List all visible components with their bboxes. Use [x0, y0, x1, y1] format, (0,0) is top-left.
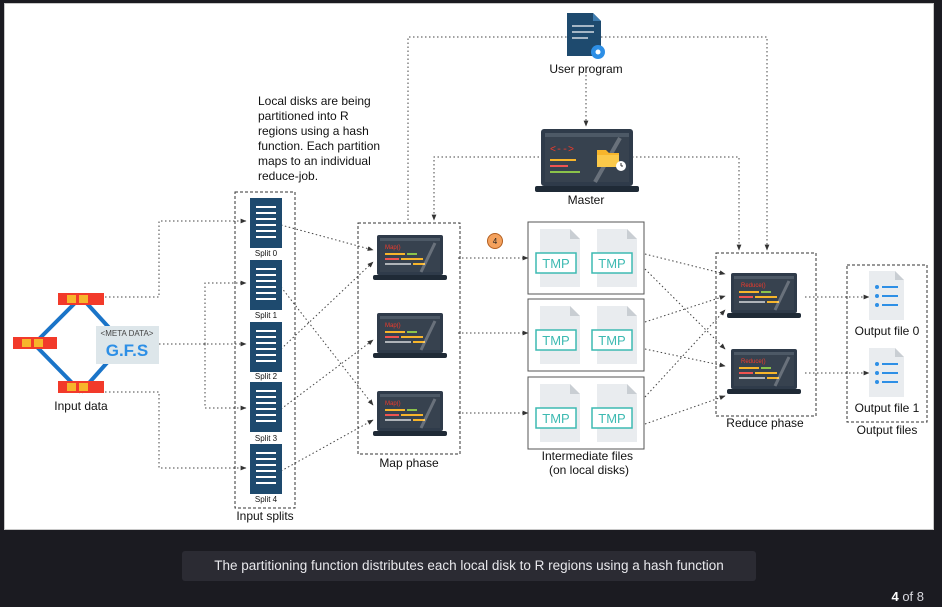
map-phase-box — [357, 222, 461, 455]
svg-text:G.F.S: G.F.S — [106, 341, 149, 360]
map-code: Map() — [385, 245, 401, 251]
reduce-code: Reduce() — [741, 359, 766, 365]
intermediate-files-2[interactable]: TMP TMP — [527, 376, 645, 450]
slide-pager: 4 of 8 — [891, 589, 924, 604]
tmp-file-icon: TMP — [535, 384, 580, 442]
svg-text:<-->: <--> — [550, 145, 574, 156]
split-label: Split 2 — [255, 372, 278, 381]
split-1[interactable]: Split 1 — [250, 260, 282, 320]
map-worker-0[interactable]: Map() — [373, 235, 447, 281]
clock-icon — [616, 161, 626, 171]
folder-icon — [597, 150, 619, 167]
input-data[interactable]: <META DATA> G.F.S Input data — [13, 293, 159, 413]
input-splits-label: Input splits — [236, 509, 293, 523]
svg-text:4: 4 — [493, 237, 498, 246]
map-phase-label: Map phase — [379, 456, 439, 470]
split-label: Split 0 — [255, 249, 278, 258]
tmp-file-icon: TMP — [535, 229, 580, 287]
page-total: of 8 — [902, 589, 924, 604]
split-3[interactable]: Split 3 — [250, 382, 282, 443]
slide-caption: The partitioning function distributes ea… — [182, 551, 756, 581]
master-laptop-icon: <--> — [535, 129, 639, 192]
user-program-label: User program — [549, 62, 622, 76]
tmp-file-icon: TMP — [591, 229, 637, 287]
reduce-worker-0[interactable]: Reduce() — [727, 273, 801, 319]
output-files-label: Output files — [857, 423, 918, 437]
mapreduce-diagram: User program <--> Master Local disks are… — [13, 13, 928, 523]
reduce-worker-1[interactable]: Reduce() — [727, 349, 801, 395]
partition-note: Local disks are being partitioned into R… — [258, 94, 383, 183]
svg-text:TMP: TMP — [598, 256, 625, 271]
tmp-file-icon: TMP — [535, 306, 580, 364]
reduce-code: Reduce() — [741, 283, 766, 289]
output-file-label: Output file 0 — [855, 324, 920, 338]
step-badge: 4 — [487, 233, 503, 249]
intermediate-files-label: Intermediate files (on local disks) — [542, 449, 637, 477]
tmp-file-icon: TMP — [591, 384, 637, 442]
split-2[interactable]: Split 2 — [250, 322, 282, 381]
connectors — [105, 36, 870, 472]
program-file-icon — [567, 13, 601, 56]
svg-text:TMP: TMP — [542, 256, 569, 271]
svg-text:TMP: TMP — [598, 333, 625, 348]
output-file-1[interactable]: Output file 1 — [855, 348, 920, 415]
output-document-icon — [869, 348, 904, 397]
input-splits-box — [234, 191, 296, 509]
map-code: Map() — [385, 401, 401, 407]
slide-footer: The partitioning function distributes ea… — [0, 533, 942, 607]
gfs-cluster-icon: <META DATA> G.F.S — [13, 293, 159, 394]
gear-icon — [591, 45, 605, 59]
split-label: Split 3 — [255, 434, 278, 443]
map-worker-2[interactable]: Map() — [373, 391, 447, 437]
output-document-icon — [869, 271, 904, 320]
svg-text:TMP: TMP — [598, 411, 625, 426]
map-worker-1[interactable]: Map() — [373, 313, 447, 359]
master-node[interactable]: <--> Master — [535, 129, 639, 207]
svg-text:TMP: TMP — [542, 411, 569, 426]
reduce-phase-box — [715, 252, 817, 417]
svg-text:<META DATA>: <META DATA> — [101, 329, 154, 338]
diagram-canvas: User program <--> Master Local disks are… — [4, 3, 934, 530]
user-program[interactable]: User program — [549, 13, 623, 76]
output-files-box — [846, 264, 928, 423]
split-4[interactable]: Split 4 — [250, 444, 282, 504]
svg-text:TMP: TMP — [542, 333, 569, 348]
split-0[interactable]: Split 0 — [250, 198, 282, 258]
output-file-0[interactable]: Output file 0 — [855, 271, 920, 338]
input-data-label: Input data — [54, 399, 108, 413]
reduce-phase-label: Reduce phase — [726, 416, 804, 430]
split-label: Split 1 — [255, 311, 278, 320]
page-current: 4 — [891, 589, 899, 604]
intermediate-files-0[interactable]: TMP TMP — [527, 221, 645, 295]
map-code: Map() — [385, 323, 401, 329]
split-label: Split 4 — [255, 495, 278, 504]
master-label: Master — [568, 193, 605, 207]
output-file-label: Output file 1 — [855, 401, 920, 415]
tmp-file-icon: TMP — [591, 306, 637, 364]
intermediate-files-1[interactable]: TMP TMP — [527, 298, 645, 372]
